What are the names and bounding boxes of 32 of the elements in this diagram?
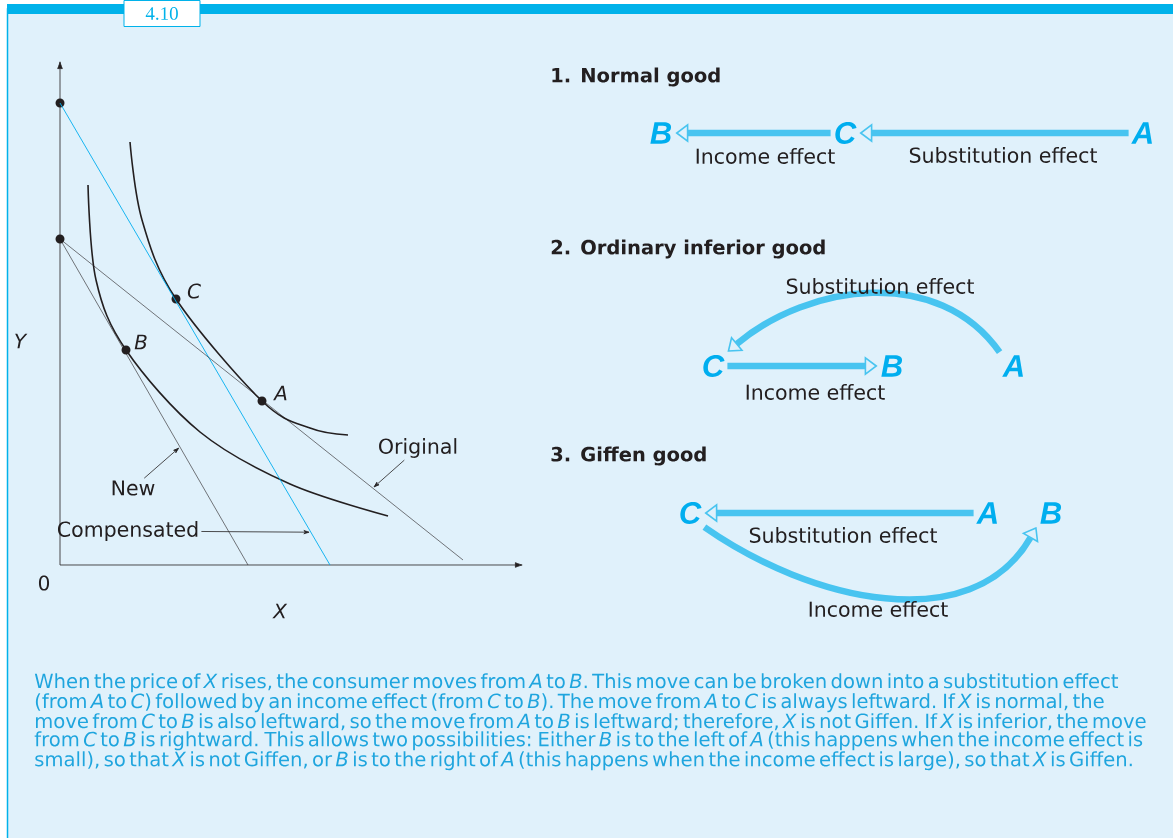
point-letter: C	[680, 502, 702, 524]
point-letter: A	[976, 502, 997, 524]
caption-text: When the price ofX rises, the consumer moves from A to B. This move can be broken down into a substitution effect (from A to C) followed by an income effect (from C to B). The move from A to C is always leftward. IfX is normal, the move from C to B is also leftward, so the move from A to B is leftward; therefore, X is not Giffen. IfX is inferior, the move from C to B is rightward. This allows two possibilities: Either B is to the left ofA (this happens when the income effect is small), so thatX is not Giffen, or B is to the right ofA (this happens when the income effect is large), so thatX is Giffen.	[34, 673, 1146, 771]
point-label: C	[187, 283, 201, 299]
leader-line	[201, 530, 310, 535]
point-letter: B	[650, 122, 672, 144]
point-letter: A	[1131, 122, 1152, 144]
edge-label: Income effect	[746, 384, 885, 400]
panel-heading: 1. Normal good	[552, 67, 720, 87]
axis-label: 0	[38, 575, 50, 591]
edge-label: Substitution effect	[909, 147, 1097, 163]
block-arrow	[702, 524, 1039, 603]
panel-heading: 2. Ordinary inferior good	[551, 239, 825, 259]
leader-line	[143, 447, 180, 479]
edge-label: Substitution effect	[786, 278, 974, 294]
edge-label: Income effect	[809, 601, 948, 617]
point-label: B	[134, 334, 147, 350]
point-letter: A	[1002, 355, 1023, 377]
leader-line	[373, 459, 405, 488]
edge-label: Substitution effect	[749, 527, 937, 543]
budget-line	[59, 102, 331, 566]
panel-heading: 3. Giffen good	[551, 446, 706, 466]
title-tab: 4.10	[123, 0, 201, 27]
block-arrow	[727, 289, 1003, 355]
edge-label: Income effect	[696, 148, 835, 164]
point-letter: B	[881, 355, 903, 377]
point-letter: C	[835, 122, 857, 144]
point-label: A	[273, 385, 287, 401]
axis-label: Y	[15, 333, 28, 349]
point-letter: B	[1040, 502, 1062, 524]
point-letter: C	[703, 355, 725, 377]
axis-label: X	[272, 603, 288, 619]
